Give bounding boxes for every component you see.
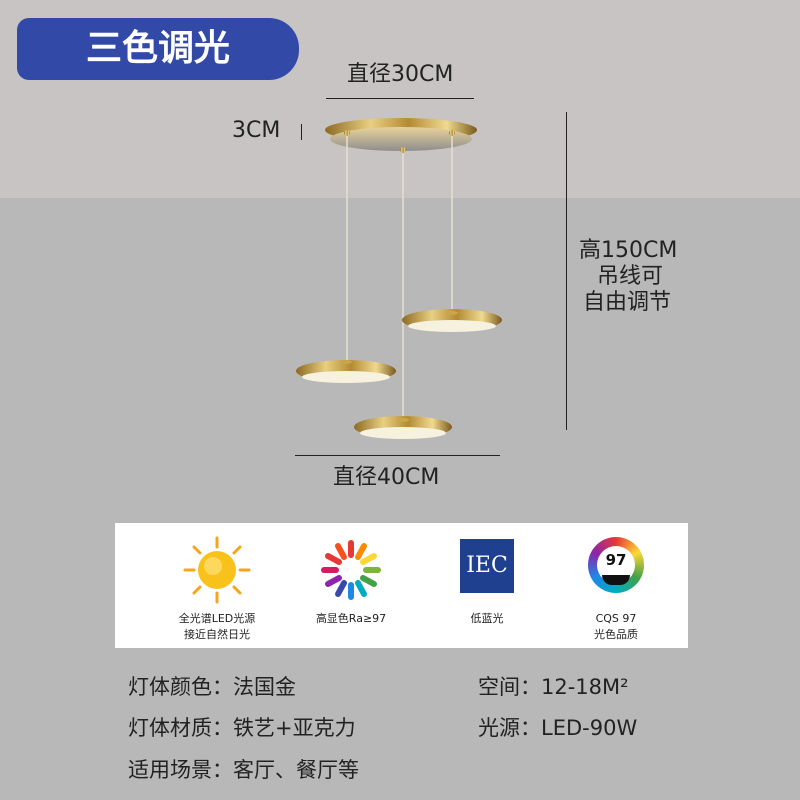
feature-caption-line-2: 光色品质 (594, 628, 638, 641)
height-label: 高150CM (579, 238, 678, 263)
spec-space: 空间：12-18M² (478, 675, 629, 699)
color-wheel-icon (321, 540, 381, 600)
wall-background (0, 198, 800, 800)
feature-full-spectrum: 全光谱LED光源 接近自然日光 (147, 523, 287, 648)
feature-cqs: 97 CQS 97 光色品质 (546, 523, 686, 648)
spec-light-source: 光源：LED-90W (478, 716, 638, 740)
feature-high-cri: 高显色Ra≥97 (281, 523, 421, 648)
feature-caption: 高显色Ra≥97 (281, 611, 421, 627)
feature-caption: 全光谱LED光源 接近自然日光 (147, 611, 287, 643)
feature-caption-line-1: 全光谱LED光源 (178, 612, 256, 625)
feature-caption: 低蓝光 (417, 611, 557, 627)
feature-caption-line-1: CQS 97 (595, 612, 637, 625)
pendant-disc-left (296, 360, 396, 383)
pendant-disc-middle (354, 416, 452, 439)
cord-anchor-left (344, 130, 350, 136)
bottom-diameter-line (295, 455, 500, 456)
feature-caption: CQS 97 光色品质 (546, 611, 686, 643)
height-adjust-label-2: 自由调节 (583, 290, 672, 315)
cqs-97-icon: 97 (588, 537, 644, 593)
height-line (566, 112, 567, 430)
ceiling-plate-underside (330, 127, 472, 151)
iec-logo-icon: IEC (460, 539, 514, 593)
spec-color: 灯体颜色：法国金 (128, 675, 296, 699)
feature-caption-line-1: 高显色Ra≥97 (315, 612, 387, 625)
thickness-line (301, 124, 302, 140)
sun-icon (183, 536, 251, 604)
thickness-label: 3CM (232, 118, 281, 143)
spec-usage: 适用场景：客厅、餐厅等 (128, 758, 359, 782)
features-panel: 全光谱LED光源 接近自然日光 高显色Ra≥97 (115, 523, 688, 648)
cord-anchor-right (449, 130, 455, 136)
spec-material: 灯体材质：铁艺+亚克力 (128, 716, 356, 740)
top-diameter-label: 直径30CM (347, 62, 454, 87)
feature-caption-line-2: 接近自然日光 (184, 628, 250, 641)
feature-caption-line-1: 低蓝光 (470, 612, 504, 625)
iec-logo-text: IEC (466, 553, 508, 578)
cord-anchor-middle (400, 147, 406, 153)
dimming-badge: 三色调光 (17, 18, 299, 80)
feature-low-blue-light: IEC 低蓝光 (417, 523, 557, 648)
bottom-diameter-label: 直径40CM (333, 465, 440, 490)
cqs-value: 97 (605, 551, 627, 569)
pendant-disc-right (402, 309, 502, 332)
top-diameter-line (326, 98, 474, 99)
height-adjust-label-1: 吊线可 (597, 264, 664, 289)
